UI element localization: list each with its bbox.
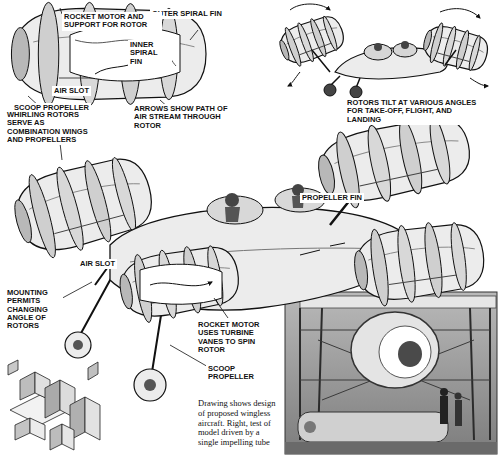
wingless-aircraft xyxy=(6,107,489,401)
part-label: ROCKET MOTOR AND SUPPORT FOR ROTOR xyxy=(62,12,162,31)
part-label: AIR SLOT xyxy=(78,259,117,269)
label-holder: INNER SPIRAL FIN xyxy=(128,40,172,68)
label-holder: SCOOP PROPELLER xyxy=(206,364,268,383)
caption-holder: Drawing shows design of proposed wingles… xyxy=(196,398,284,449)
label-holder: WHIRLING ROTORS SERVE AS COMBINATION WIN… xyxy=(5,110,101,146)
city-blocks xyxy=(8,360,100,450)
part-label: MOUNTING PERMITS CHANGING ANGLE OF ROTOR… xyxy=(5,288,63,331)
label-holder: MOUNTING PERMITS CHANGING ANGLE OF ROTOR… xyxy=(5,288,63,332)
part-label: ROTORS TILT AT VARIOUS ANGLES FOR TAKE-O… xyxy=(345,98,490,125)
label-holder: ARROWS SHOW PATH OF AIR STREAM THROUGH R… xyxy=(132,104,232,132)
part-label: ROCKET MOTOR USES TURBINE VANES TO SPIN … xyxy=(196,320,280,355)
label-holder: AIR SLOT xyxy=(52,79,92,97)
label-holder: ROCKET MOTOR USES TURBINE VANES TO SPIN … xyxy=(196,320,280,356)
label-holder: ROCKET MOTOR AND SUPPORT FOR ROTOR xyxy=(62,12,162,31)
test-photo xyxy=(285,292,497,454)
part-label: SCOOP PROPELLER xyxy=(206,364,268,383)
label-holder: PROPELLER FIN xyxy=(300,186,370,204)
label-holder: AIR SLOT xyxy=(78,252,120,270)
label-holder: OUTER SPIRAL FIN xyxy=(150,2,230,20)
part-label: WHIRLING ROTORS SERVE AS COMBINATION WIN… xyxy=(5,110,101,145)
caption: Drawing shows design of proposed wingles… xyxy=(196,398,284,449)
side-view-craft xyxy=(275,4,492,98)
part-label: PROPELLER FIN xyxy=(300,193,364,203)
part-label: ARROWS SHOW PATH OF AIR STREAM THROUGH R… xyxy=(132,104,232,131)
part-label: INNER SPIRAL FIN xyxy=(128,40,172,67)
part-label: AIR SLOT xyxy=(52,86,91,96)
label-holder: ROTORS TILT AT VARIOUS ANGLES FOR TAKE-O… xyxy=(345,98,490,126)
